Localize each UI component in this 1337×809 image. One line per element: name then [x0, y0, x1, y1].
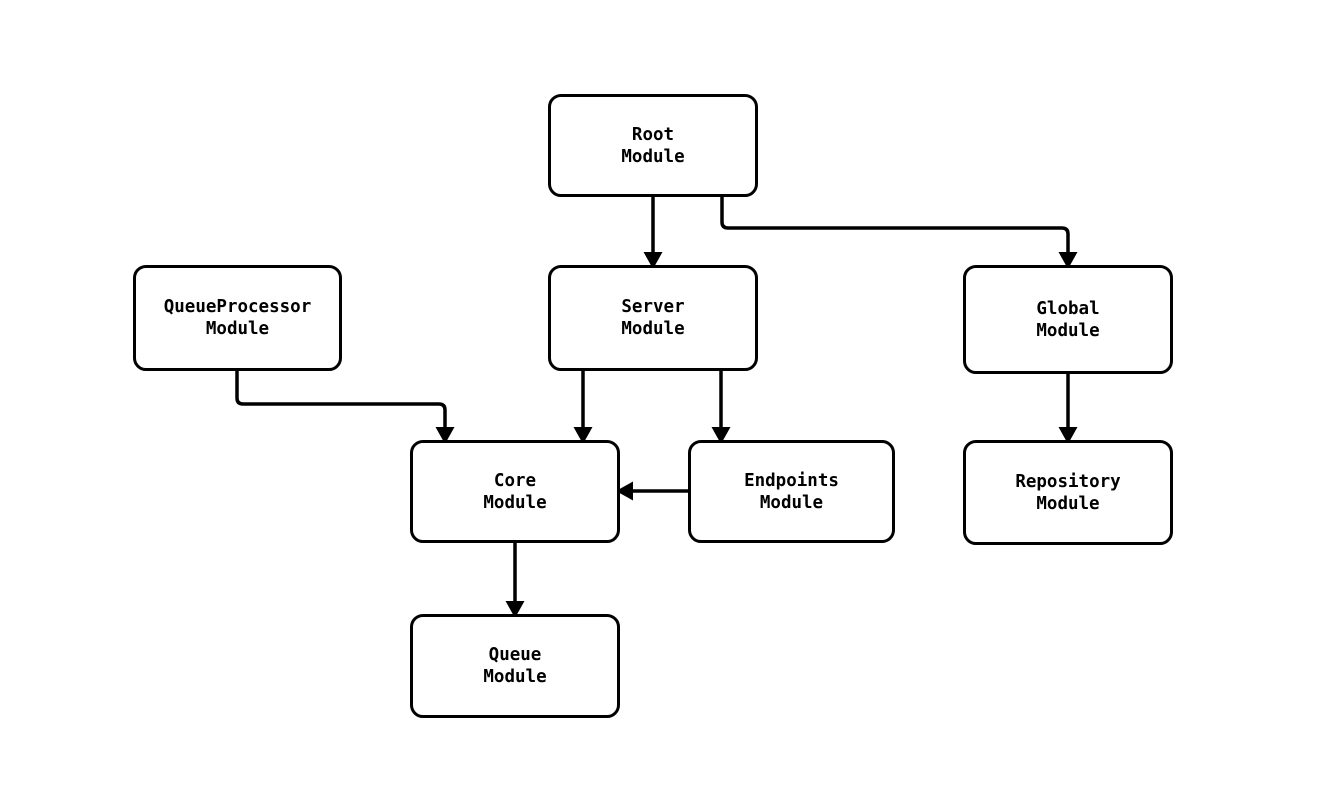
node-label-queue: Queue Module — [483, 645, 547, 687]
edge-endpoints-to-core-arrowhead — [616, 481, 633, 501]
node-label-root: Root Module — [621, 124, 685, 167]
node-label-endpoints: Endpoints Module — [744, 470, 839, 513]
node-global[interactable]: Global Module — [963, 265, 1173, 374]
edge-root-to-global — [720, 197, 1070, 252]
edge-core-to-queue-arrowhead — [505, 601, 525, 618]
arrowheads-group — [435, 252, 1078, 618]
node-queueprocessor[interactable]: QueueProcessor Module — [133, 265, 342, 371]
node-endpoints[interactable]: Endpoints Module — [688, 440, 895, 543]
node-label-queueprocessor: QueueProcessor Module — [163, 297, 312, 339]
edge-queueprocessor-to-core-arrowhead — [435, 427, 455, 444]
node-label-global: Global Module — [1036, 298, 1100, 341]
node-server[interactable]: Server Module — [548, 265, 758, 371]
node-label-server: Server Module — [621, 297, 685, 339]
node-root[interactable]: Root Module — [548, 94, 758, 197]
edge-queueprocessor-to-core — [235, 371, 447, 427]
edge-root-to-global-arrowhead — [1058, 252, 1078, 269]
node-label-core: Core Module — [483, 470, 547, 513]
node-core[interactable]: Core Module — [410, 440, 620, 543]
edge-global-to-repository-arrowhead — [1058, 427, 1078, 444]
edge-server-to-core-arrowhead — [573, 427, 593, 444]
edge-server-to-endpoints-arrowhead — [711, 427, 731, 444]
node-queue[interactable]: Queue Module — [410, 614, 620, 718]
node-label-repository: Repository Module — [1015, 471, 1121, 514]
edges-group — [235, 197, 1070, 601]
edge-root-to-server-arrowhead — [643, 252, 663, 269]
node-repository[interactable]: Repository Module — [963, 440, 1173, 545]
